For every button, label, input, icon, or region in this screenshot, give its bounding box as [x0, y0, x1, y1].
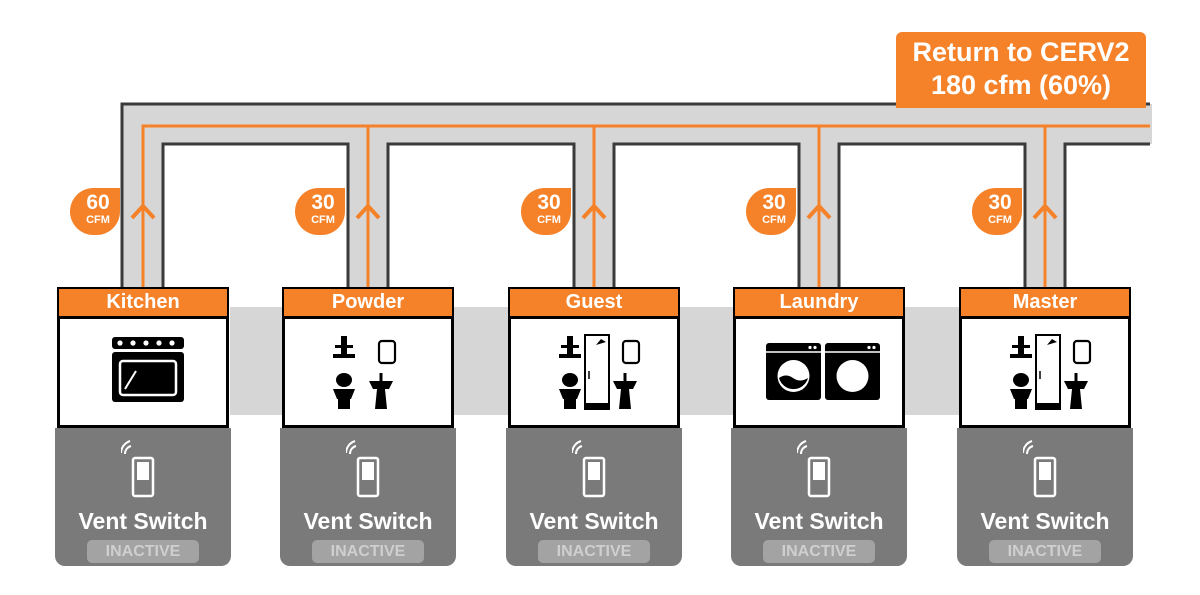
flow-arrow	[1032, 203, 1058, 220]
room-title: Powder	[282, 287, 454, 316]
washer-dryer-icon	[766, 343, 880, 400]
status-badge: INACTIVE	[87, 540, 199, 563]
flow-arrow	[130, 203, 156, 220]
room-title: Master	[959, 287, 1131, 316]
room-title: Kitchen	[57, 287, 229, 316]
wireless-switch-icon	[346, 440, 380, 498]
room-icon-box	[733, 316, 905, 428]
flow-rate-unit: CFM	[311, 214, 335, 226]
vent-switch-label: Vent Switch	[980, 508, 1110, 534]
vent-switch-label: Vent Switch	[754, 508, 884, 534]
status-badge: INACTIVE	[312, 540, 424, 563]
flow-arrow	[581, 203, 607, 220]
bathroom-icon	[559, 334, 641, 410]
flow-rate-value: 30	[988, 191, 1012, 214]
flow-rate-value: 60	[86, 191, 110, 214]
flow-arrow	[806, 203, 832, 220]
wireless-switch-icon	[572, 440, 606, 498]
flow-rate-unit: CFM	[988, 214, 1012, 226]
room-icon-box	[959, 316, 1131, 428]
flow-rate-unit: CFM	[86, 214, 110, 226]
status-badge: INACTIVE	[538, 540, 650, 563]
return-to-cerv2-label: Return to CERV2 180 cfm (60%)	[896, 32, 1146, 108]
room-title: Laundry	[733, 287, 905, 316]
room-title: Guest	[508, 287, 680, 316]
vent-switch-label: Vent Switch	[78, 508, 208, 534]
flow-rate-unit: CFM	[537, 214, 561, 226]
powder-room-icon	[333, 336, 397, 409]
oven-icon	[112, 337, 184, 402]
status-badge: INACTIVE	[763, 540, 875, 563]
bathroom-icon	[1010, 334, 1092, 410]
wireless-switch-icon	[1023, 440, 1057, 498]
flow-arrow	[355, 203, 381, 220]
status-badge: INACTIVE	[989, 540, 1101, 563]
room-icon-box	[508, 316, 680, 428]
flow-rate-unit: CFM	[762, 214, 786, 226]
wireless-switch-icon	[797, 440, 831, 498]
room-icon-box	[57, 316, 229, 428]
flow-rate-value: 30	[762, 191, 786, 214]
vent-switch-label: Vent Switch	[529, 508, 659, 534]
return-line-1: Return to CERV2	[912, 37, 1130, 67]
return-line-2: 180 cfm (60%)	[930, 70, 1112, 100]
flow-rate-value: 30	[537, 191, 561, 214]
vent-switch-label: Vent Switch	[303, 508, 433, 534]
wireless-switch-icon	[121, 440, 155, 498]
room-icon-box	[282, 316, 454, 428]
flow-rate-value: 30	[311, 191, 335, 214]
